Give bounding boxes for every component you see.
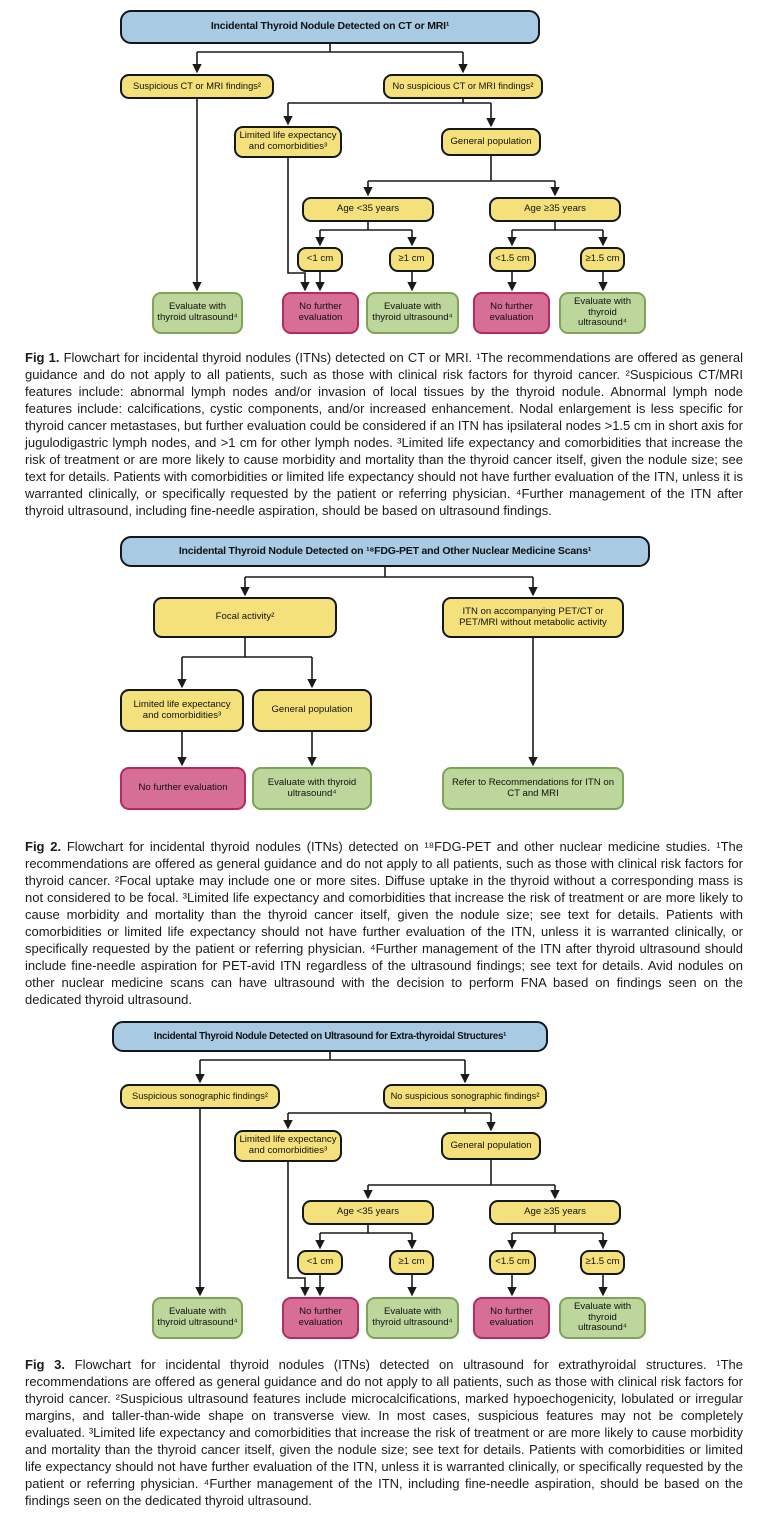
fig1-node-age-under-35: Age <35 years [302, 197, 434, 222]
fig3-node-header: Incidental Thyroid Nodule Detected on Ul… [112, 1021, 548, 1052]
fig1-node-general-population: General population [441, 128, 541, 156]
fig1-node-header: Incidental Thyroid Nodule Detected on CT… [120, 10, 540, 44]
fig1-node-no-suspicious-findings: No suspicious CT or MRI findings² [383, 74, 543, 99]
fig1-node-1-5cm-plus: ≥1.5 cm [580, 247, 625, 272]
fig3-node-age-35-plus: Age ≥35 years [489, 1200, 621, 1225]
fig3-node-no-further-evaluation-1: No further evaluation [282, 1297, 359, 1339]
fig2-caption-label: Fig 2. [25, 839, 62, 854]
fig3-node-age-under-35: Age <35 years [302, 1200, 434, 1225]
fig2-node-itn-without-metabolic-activity: ITN on accompanying PET/CT or PET/MRI wi… [442, 597, 624, 638]
fig2-node-no-further-evaluation: No further evaluation [120, 767, 246, 810]
fig1-node-evaluate-ultrasound-2: Evaluate with thyroid ultrasound⁴ [366, 292, 459, 334]
fig2-node-evaluate-ultrasound: Evaluate with thyroid ultrasound⁴ [252, 767, 372, 810]
fig1-connectors [192, 44, 608, 292]
fig3-caption: Fig 3. Flowchart for incidental thyroid … [25, 1356, 743, 1509]
fig3-caption-label: Fig 3. [25, 1357, 65, 1372]
fig2-node-focal-activity: Focal activity² [153, 597, 337, 638]
fig1-caption: Fig 1. Flowchart for incidental thyroid … [25, 349, 743, 519]
fig3-node-under-1cm: <1 cm [297, 1250, 343, 1275]
fig1-caption-text: Flowchart for incidental thyroid nodules… [25, 350, 743, 518]
fig2-node-general-population: General population [252, 689, 372, 732]
fig2-caption: Fig 2. Flowchart for incidental thyroid … [25, 838, 743, 1008]
fig3-node-under-1-5cm: <1.5 cm [489, 1250, 536, 1275]
fig3-node-no-suspicious-findings: No suspicious sonographic findings² [383, 1084, 547, 1109]
fig1-node-age-35-plus: Age ≥35 years [489, 197, 621, 222]
fig2-node-refer-recommendations: Refer to Recommendations for ITN on CT a… [442, 767, 624, 810]
fig3-node-evaluate-ultrasound-3: Evaluate with thyroid ultrasound⁴ [559, 1297, 646, 1339]
fig1-caption-label: Fig 1. [25, 350, 60, 365]
fig3-node-1cm-plus: ≥1 cm [389, 1250, 434, 1275]
fig3-node-general-population: General population [441, 1132, 541, 1160]
fig1-node-evaluate-ultrasound-1: Evaluate with thyroid ultrasound⁴ [152, 292, 243, 334]
fig1-node-evaluate-ultrasound-3: Evaluate with thyroid ultrasound⁴ [559, 292, 646, 334]
fig2-connectors [177, 567, 538, 767]
fig2-node-limited-life-expectancy: Limited life expectancy and comorbiditie… [120, 689, 244, 732]
fig3-node-limited-life-expectancy: Limited life expectancy and comorbiditie… [234, 1130, 342, 1162]
fig2-node-header: Incidental Thyroid Nodule Detected on ¹⁸… [120, 536, 650, 567]
fig3-node-suspicious-findings: Suspicious sonographic findings² [120, 1084, 280, 1109]
fig1-node-under-1cm: <1 cm [297, 247, 343, 272]
fig1-node-suspicious-findings: Suspicious CT or MRI findings² [120, 74, 274, 99]
fig2-caption-text: Flowchart for incidental thyroid nodules… [25, 839, 743, 1007]
fig1-node-no-further-evaluation-1: No further evaluation [282, 292, 359, 334]
fig3-node-no-further-evaluation-2: No further evaluation [473, 1297, 550, 1339]
fig1-node-under-1-5cm: <1.5 cm [489, 247, 536, 272]
fig3-node-1-5cm-plus: ≥1.5 cm [580, 1250, 625, 1275]
fig1-node-1cm-plus: ≥1 cm [389, 247, 434, 272]
fig3-node-evaluate-ultrasound-1: Evaluate with thyroid ultrasound⁴ [152, 1297, 243, 1339]
fig3-caption-text: Flowchart for incidental thyroid nodules… [25, 1357, 744, 1508]
fig1-node-no-further-evaluation-2: No further evaluation [473, 292, 550, 334]
fig3-node-evaluate-ultrasound-2: Evaluate with thyroid ultrasound⁴ [366, 1297, 459, 1339]
fig1-node-limited-life-expectancy: Limited life expectancy and comorbiditie… [234, 126, 342, 158]
fig3-connectors [195, 1052, 608, 1297]
